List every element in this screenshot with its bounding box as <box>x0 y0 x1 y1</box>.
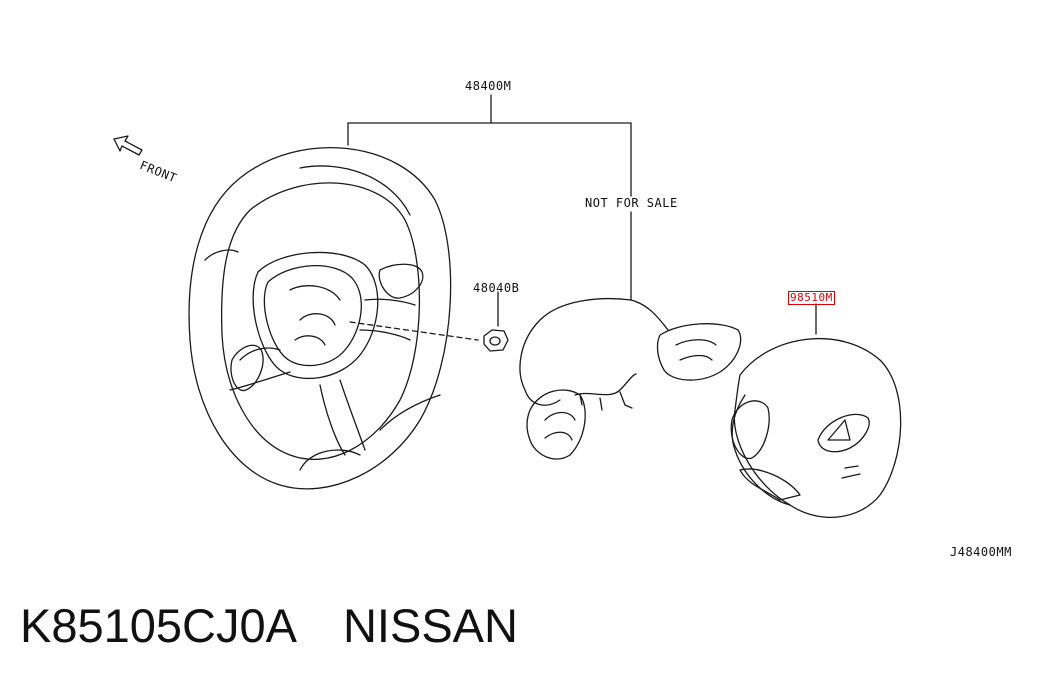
assembly-leader-lines <box>347 94 632 301</box>
airbag-module <box>730 303 902 518</box>
assembly-label: 48400M <box>465 79 512 93</box>
brand-name: NISSAN <box>342 599 518 652</box>
nut-48040b <box>483 291 509 352</box>
part-number: K85105CJ0A <box>20 599 297 652</box>
nut-label: 48040B <box>473 281 520 295</box>
switch-harness <box>519 297 742 460</box>
steering-wheel <box>188 146 479 490</box>
diagram-code-label: J48400MM <box>950 545 1012 559</box>
not-for-sale-label: NOT FOR SALE <box>585 196 678 210</box>
part-number-caption: K85105CJ0A NISSAN <box>20 598 518 653</box>
front-arrow-icon <box>113 135 143 156</box>
airbag-label[interactable]: 98510M <box>788 291 835 305</box>
